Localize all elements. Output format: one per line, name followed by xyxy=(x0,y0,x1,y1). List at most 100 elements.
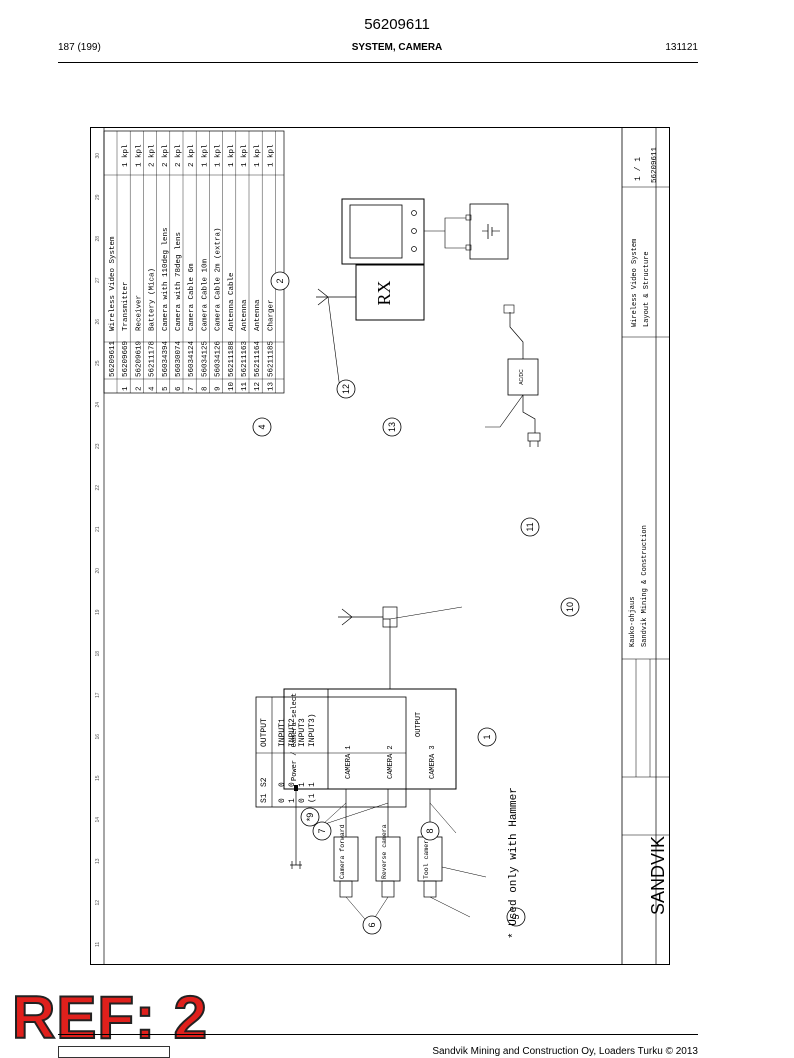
truth-table-cell: 1 xyxy=(298,782,307,787)
sandvik-logo: SANDVIK xyxy=(648,836,668,915)
bom-desc: Antenna xyxy=(254,299,262,331)
bom-desc: Battery (Mica) xyxy=(149,268,157,331)
svg-text:*9: *9 xyxy=(305,813,315,822)
drawing-frame xyxy=(90,127,670,965)
ruler-number: 28 xyxy=(95,236,101,242)
truth-table-cell: (1 xyxy=(308,793,317,803)
camera-tool-label: Tool camera xyxy=(423,836,430,879)
bom-table xyxy=(103,130,285,394)
truth-table-cell: 0 xyxy=(278,782,287,787)
antenna-12 xyxy=(316,288,356,390)
bom-qty: 1 kpl xyxy=(215,144,223,167)
bom-pos: 4 xyxy=(149,386,157,391)
bom-desc: Antenna xyxy=(241,299,249,331)
svg-text:12: 12 xyxy=(341,384,351,394)
bom-pos: 12 xyxy=(254,382,262,391)
balloon-8: 8 xyxy=(420,821,440,841)
sheet-number: 1 / 1 xyxy=(634,157,643,181)
svg-text:13: 13 xyxy=(387,422,397,432)
camera-reverse-label: Reverse camera xyxy=(381,824,388,879)
bom-pos: 7 xyxy=(188,386,196,391)
bom-desc: Wireless Video System xyxy=(109,236,117,331)
bom-qty: 1 kpl xyxy=(241,144,249,167)
svg-text:4: 4 xyxy=(257,424,267,429)
footer-divider xyxy=(58,1034,698,1035)
ruler-number: 22 xyxy=(95,485,101,491)
balloon-11: 11 xyxy=(520,517,540,537)
power-camera-select-label: Power / Camera select xyxy=(291,693,299,781)
camera-forward-label: Camera forward xyxy=(339,824,346,879)
svg-text:1: 1 xyxy=(482,734,492,739)
power-cable xyxy=(290,785,302,869)
bom-part: 56211185 xyxy=(267,340,275,377)
bom-qty: 2 kpl xyxy=(175,144,183,167)
balloon-6: 6 xyxy=(362,915,382,935)
camera2-label: CAMERA 2 xyxy=(387,745,395,779)
bom-qty: 1 kpl xyxy=(267,144,275,167)
title-system: Wireless Video System xyxy=(631,239,639,327)
footer-logo-box xyxy=(58,1046,170,1058)
camera-select-truth-table xyxy=(255,696,407,808)
ruler-number: 12 xyxy=(95,900,101,906)
page-number: 187 (199) xyxy=(58,42,101,53)
bom-pos: 5 xyxy=(162,386,170,391)
ref-stamp: REF: 2 xyxy=(11,984,209,1051)
ruler-number: 20 xyxy=(95,568,101,574)
svg-text:10: 10 xyxy=(565,602,575,612)
bom-qty: 2 kpl xyxy=(162,144,170,167)
bom-desc: Antenna Cable xyxy=(228,272,236,331)
camera-cables xyxy=(321,789,457,837)
ruler-number: 16 xyxy=(95,734,101,740)
ruler-number: 19 xyxy=(95,609,101,615)
bom-qty: 1 kpl xyxy=(228,144,236,167)
bom-qty: 1 kpl xyxy=(254,144,262,167)
camera3-label: CAMERA 3 xyxy=(429,745,437,779)
truth-table-cell: 1 xyxy=(308,782,317,787)
bom-desc: Camera Cable 6m xyxy=(188,263,196,331)
section-title: SYSTEM, CAMERA xyxy=(351,42,443,53)
svg-text:8: 8 xyxy=(425,828,435,833)
bom-desc: Camera with 78deg lens xyxy=(175,232,183,331)
truth-table-cell: 1 xyxy=(288,798,297,803)
ruler-number: 29 xyxy=(95,194,101,200)
balloon-1: 1 xyxy=(477,727,497,747)
output-label: OUTPUT xyxy=(415,712,423,737)
ruler-number: 18 xyxy=(95,651,101,657)
ruler-number: 14 xyxy=(95,817,101,823)
receiver-rx-box: RX xyxy=(355,264,425,321)
bom-qty: 1 kpl xyxy=(135,144,143,167)
svg-text:11: 11 xyxy=(525,522,535,531)
antenna-11-and-cable xyxy=(338,606,463,689)
truth-table-cell: 0 xyxy=(298,798,307,803)
document-code: 131121 xyxy=(665,42,698,53)
truth-table-cell: 0 xyxy=(288,782,297,787)
balloon-7: 7 xyxy=(312,821,332,841)
camera1-label: CAMERA 1 xyxy=(345,745,353,779)
svg-text:5: 5 xyxy=(511,914,521,919)
bom-desc: Charger xyxy=(267,299,275,331)
balloon-2: 2 xyxy=(270,271,290,291)
ruler-number: 30 xyxy=(95,153,101,159)
hammer-note: * Used only with Hammer xyxy=(508,787,520,939)
bom-qty: 2 kpl xyxy=(188,144,196,167)
ruler-number: 17 xyxy=(95,692,101,698)
svg-text:6: 6 xyxy=(367,922,377,927)
truth-table-cell: INPUT3) xyxy=(308,713,317,747)
title-company: Sandvik Mining & Construction xyxy=(641,525,649,647)
truth-table-header: S1 xyxy=(260,793,269,803)
title-block: SANDVIK Kauko-ohjaus Sandvik Mining & Co… xyxy=(621,127,670,965)
bom-pos: 9 xyxy=(215,386,223,391)
header-divider xyxy=(58,62,698,63)
title-finnish: Kauko-ohjaus xyxy=(629,597,637,647)
bom-part: 56211163 xyxy=(241,340,249,377)
bom-part: 56211164 xyxy=(254,340,262,377)
bom-desc: Camera Cable 10m xyxy=(201,258,209,331)
transmitter-box: Power / Camera select CAMERA 1 CAMERA 2 … xyxy=(283,688,457,790)
truth-table-header: OUTPUT xyxy=(260,718,269,747)
bom-part: 56030074 xyxy=(175,340,183,377)
ruler-number: 26 xyxy=(95,319,101,325)
title-layout: Layout & Structure xyxy=(643,251,651,327)
ruler-number: 13 xyxy=(95,858,101,864)
ruler-number: 27 xyxy=(95,277,101,283)
